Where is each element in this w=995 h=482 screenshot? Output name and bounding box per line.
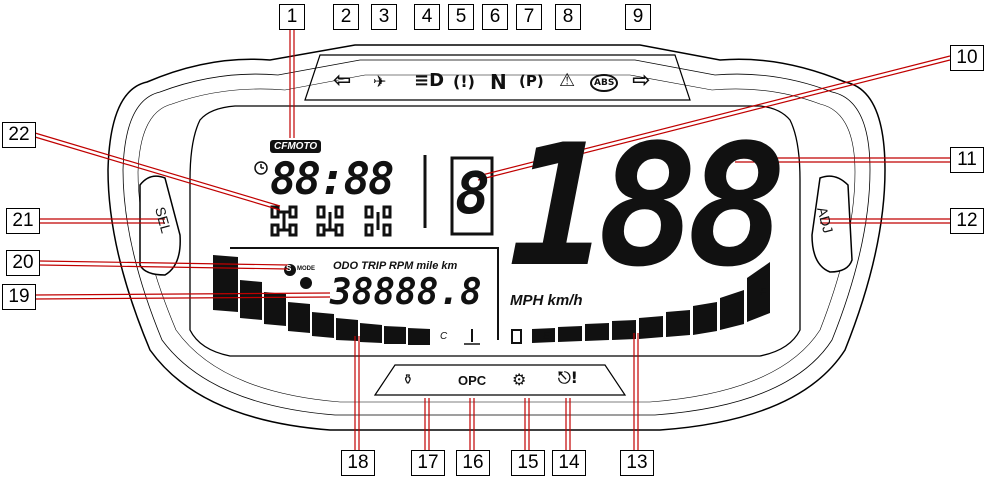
temp-gauge-bar <box>213 255 430 345</box>
callout-17: 17 <box>411 450 445 476</box>
callout-1: 1 <box>279 4 305 30</box>
right-turn-icon: ⇨ <box>632 68 651 93</box>
sel-button-shape <box>139 175 181 276</box>
gear-readout: 8 <box>455 159 490 227</box>
mode-label: MODE <box>297 266 315 272</box>
clock-readout: 88:88 <box>270 154 394 205</box>
callout-13: 13 <box>620 450 654 476</box>
hazard-icon: ⚠ <box>559 70 576 91</box>
housing-outline <box>107 44 886 431</box>
callout-10: 10 <box>950 45 984 71</box>
callout-15: 15 <box>511 450 545 476</box>
seatbelt-icon: ✈ <box>373 72 387 91</box>
trip-mode-labels: ODO TRIP RPM mile km <box>333 260 458 272</box>
callout-21: 21 <box>6 208 40 234</box>
callout-3: 3 <box>371 4 397 30</box>
oil-pressure-icon: ⚱ <box>402 372 414 388</box>
callout-2: 2 <box>333 4 359 30</box>
callout-8: 8 <box>555 4 581 30</box>
callout-4: 4 <box>414 4 440 30</box>
headlight-icon: ≡D <box>414 70 445 91</box>
callout-5: 5 <box>448 4 474 30</box>
leader-lines <box>34 28 951 450</box>
adj-button-shape <box>811 175 853 273</box>
callout-19: 19 <box>2 284 36 310</box>
engine-check-icon: ⚙ <box>512 370 527 389</box>
callout-16: 16 <box>456 450 490 476</box>
abs-icon: ABS <box>590 74 619 92</box>
left-turn-icon: ⇦ <box>333 68 352 93</box>
brand-logo: CFMOTO <box>270 140 322 153</box>
callout-14: 14 <box>552 450 586 476</box>
callout-20: 20 <box>6 250 40 276</box>
drive-mode-icons <box>270 205 392 237</box>
brake-warning-icon: (!) <box>453 72 475 91</box>
temp-cold-label: C <box>440 331 448 342</box>
mode-s-letter: S <box>286 264 292 273</box>
callout-7: 7 <box>516 4 542 30</box>
lcd-window <box>189 105 801 357</box>
speed-units-label: MPH km/h <box>510 292 583 309</box>
odometer-readout: 38888.8 <box>330 272 482 313</box>
fuel-empty-label: E <box>543 331 550 342</box>
callout-6: 6 <box>482 4 508 30</box>
eps-warning-icon: ⎋! <box>558 368 578 387</box>
opc-icon: OPC <box>458 373 487 388</box>
callout-9: 9 <box>625 4 651 30</box>
parking-brake-icon: (P) <box>519 72 544 90</box>
callout-11: 11 <box>950 147 984 173</box>
callout-18: 18 <box>341 450 375 476</box>
fuel-full-label: F <box>760 287 767 298</box>
callout-12: 12 <box>950 208 984 234</box>
speed-readout: 188 <box>508 108 787 304</box>
callout-22: 22 <box>2 122 36 148</box>
fuel-gauge-bar <box>532 262 770 343</box>
neutral-icon: N <box>490 70 507 94</box>
